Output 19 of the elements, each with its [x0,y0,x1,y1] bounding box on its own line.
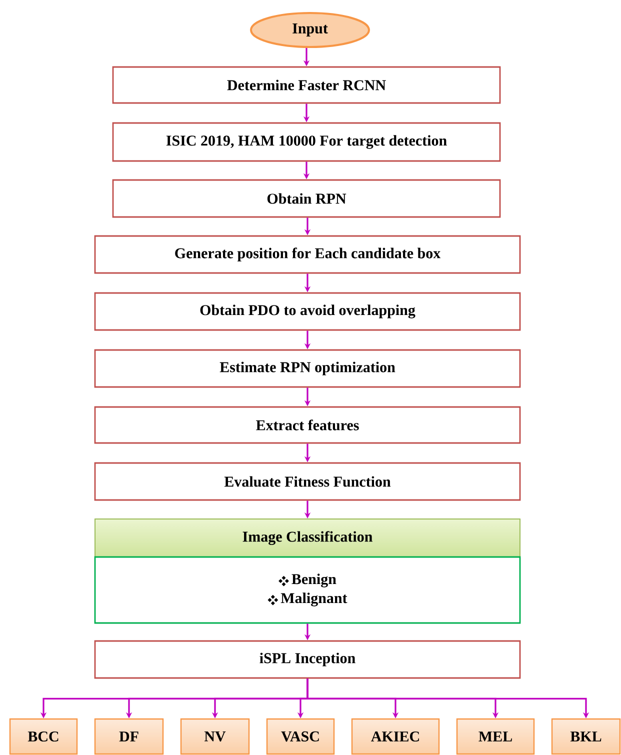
process-box: Estimate RPN optimization [94,349,521,388]
process-box: Extract features [94,406,521,444]
class-box: MEL [456,718,535,755]
process-box: Determine Faster RCNN [112,66,501,104]
process-box: iSPL Inception [94,640,521,679]
class-box: AKIEC [351,718,440,755]
process-box: Obtain RPN [112,179,501,218]
class-box: NV [180,718,250,755]
process-box: ISIC 2019, HAM 10000 For target detection [112,122,501,162]
header-band: Image Classification [94,518,520,558]
process-box: Obtain PDO to avoid overlapping [94,292,521,331]
class-box: BCC [9,718,78,755]
class-box: BKL [551,718,621,755]
class-box: VASC [266,718,335,755]
process-box: Evaluate Fitness Function [94,462,521,501]
classification-box: Benign Malignant [94,556,521,624]
process-box: Generate position for Each candidate box [94,235,521,274]
oval: Input [250,12,370,48]
class-box: DF [94,718,164,755]
